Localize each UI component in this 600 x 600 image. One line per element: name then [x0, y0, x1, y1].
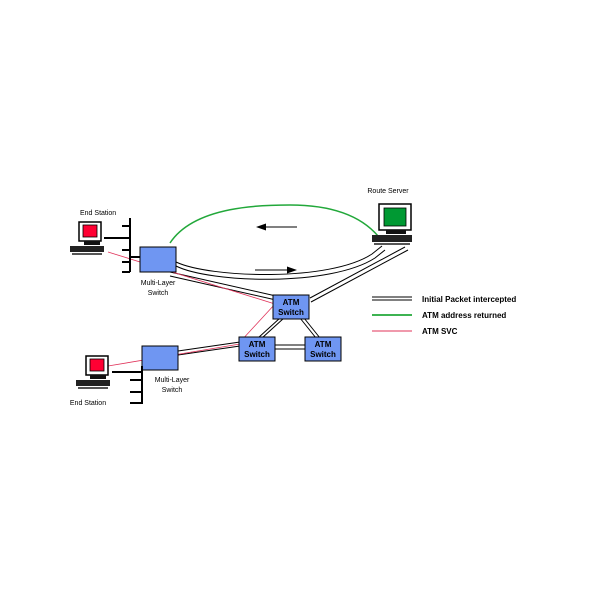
atm-switch-right-label-2: Switch [310, 350, 336, 359]
atm-switch-right: ATM Switch [304, 336, 342, 362]
legend-label-atm-address: ATM address returned [422, 311, 506, 320]
legend-item-atm-svc: ATM SVC [372, 327, 458, 336]
atm-switch-left-label-1: ATM [249, 340, 266, 349]
end-station-top-label: End Station [80, 210, 116, 217]
atm-switch-top-label-1: ATM [283, 298, 300, 307]
route-server-label: Route Server [367, 188, 409, 195]
legend-item-atm-address: ATM address returned [372, 311, 506, 320]
atm-address-returned-path [169, 204, 379, 244]
mls-top-label-1: Multi-Layer [141, 280, 176, 287]
return-arrow-icon [256, 223, 297, 231]
atm-switch-left-label-2: Switch [244, 350, 270, 359]
end-station-top [70, 221, 130, 255]
lan-bus-bottom [112, 366, 143, 404]
legend-label-atm-svc: ATM SVC [422, 327, 458, 336]
route-server [372, 203, 412, 245]
mls-top-label-2: Switch [148, 290, 169, 297]
legend-label-initial-packet: Initial Packet intercepted [422, 295, 516, 304]
atm-switch-top-label-2: Switch [278, 308, 304, 317]
multi-layer-switch-top [139, 246, 177, 273]
lan-bus-top [122, 218, 140, 273]
initial-packet-path [169, 245, 409, 303]
mls-bottom-label-1: Multi-Layer [155, 377, 190, 384]
legend: Initial Packet intercepted ATM address r… [372, 295, 516, 336]
atm-switch-top: ATM Switch [272, 294, 310, 320]
forward-arrow-icon [255, 266, 297, 274]
legend-item-initial-packet: Initial Packet intercepted [372, 295, 516, 304]
mls-bottom-label-2: Switch [162, 387, 183, 394]
atm-switch-left: ATM Switch [238, 336, 276, 362]
end-station-bottom [76, 355, 110, 389]
multi-layer-switch-bottom [141, 345, 179, 371]
end-station-bottom-label: End Station [70, 400, 106, 407]
atm-switch-right-label-1: ATM [315, 340, 332, 349]
atm-trunk-lines [177, 317, 321, 356]
